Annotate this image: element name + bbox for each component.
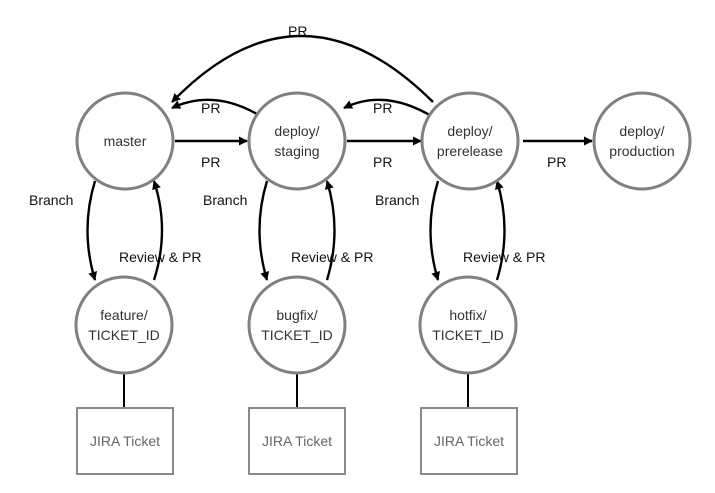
- review-pr-label-feature: Review & PR: [119, 249, 201, 265]
- node-deploy-staging-line-1: deploy/: [274, 123, 319, 139]
- edge-staging-to-bugfix: [258, 180, 269, 281]
- node-feature: feature/ TICKET_ID: [74, 275, 174, 375]
- pr-label-prerelease-to-staging: PR: [373, 100, 392, 116]
- node-deploy-staging: deploy/ staging: [247, 91, 347, 191]
- edge-feature-to-master: [152, 180, 164, 281]
- node-deploy-staging-line-2: staging: [274, 143, 319, 159]
- ticket-label-hotfix: JIRA Ticket: [434, 433, 504, 449]
- ticket-label-feature: JIRA Ticket: [90, 433, 160, 449]
- node-deploy-prerelease-line-1: deploy/: [447, 123, 492, 139]
- branch-label-prerelease: Branch: [375, 192, 419, 208]
- node-deploy-prerelease: deploy/ prerelease: [420, 91, 520, 191]
- edge-staging-to-master: [171, 98, 263, 119]
- edge-prerelease-to-staging: [343, 98, 434, 119]
- node-hotfix: hotfix/ TICKET_ID: [418, 275, 518, 375]
- edge-bugfix-to-staging: [325, 180, 336, 281]
- node-feature-line-1: feature/: [100, 307, 148, 323]
- node-deploy-production: deploy/ production: [592, 91, 692, 191]
- pr-label-master-to-staging: PR: [201, 154, 220, 170]
- pr-label-prerelease-to-production: PR: [547, 154, 566, 170]
- node-deploy-prerelease-line-2: prerelease: [437, 143, 503, 159]
- edge-prerelease-to-hotfix: [429, 180, 440, 281]
- pr-label-prerelease-to-master: PR: [288, 23, 307, 39]
- node-deploy-production-line-1: deploy/: [619, 123, 664, 139]
- ticket-box-hotfix: JIRA Ticket: [420, 407, 518, 475]
- edge-prerelease-to-master: [171, 34, 434, 103]
- node-bugfix: bugfix/ TICKET_ID: [247, 275, 347, 375]
- ticket-box-bugfix: JIRA Ticket: [248, 407, 346, 475]
- node-deploy-production-line-2: production: [609, 143, 674, 159]
- review-pr-label-hotfix: Review & PR: [463, 249, 545, 265]
- ticket-label-bugfix: JIRA Ticket: [262, 433, 332, 449]
- node-master-label: master: [104, 133, 147, 149]
- edge-hotfix-to-prerelease: [495, 180, 506, 281]
- pr-label-staging-to-master: PR: [201, 100, 220, 116]
- node-feature-line-2: TICKET_ID: [88, 327, 160, 343]
- node-bugfix-line-1: bugfix/: [276, 307, 317, 323]
- branch-label-staging: Branch: [203, 192, 247, 208]
- node-bugfix-line-2: TICKET_ID: [261, 327, 333, 343]
- edge-master-to-feature: [86, 180, 97, 281]
- pr-label-staging-to-prerelease: PR: [373, 154, 392, 170]
- branch-label-master: Branch: [29, 192, 73, 208]
- review-pr-label-bugfix: Review & PR: [291, 249, 373, 265]
- node-hotfix-line-1: hotfix/: [449, 307, 486, 323]
- node-hotfix-line-2: TICKET_ID: [432, 327, 504, 343]
- node-master: master: [75, 91, 175, 191]
- ticket-box-feature: JIRA Ticket: [76, 407, 174, 475]
